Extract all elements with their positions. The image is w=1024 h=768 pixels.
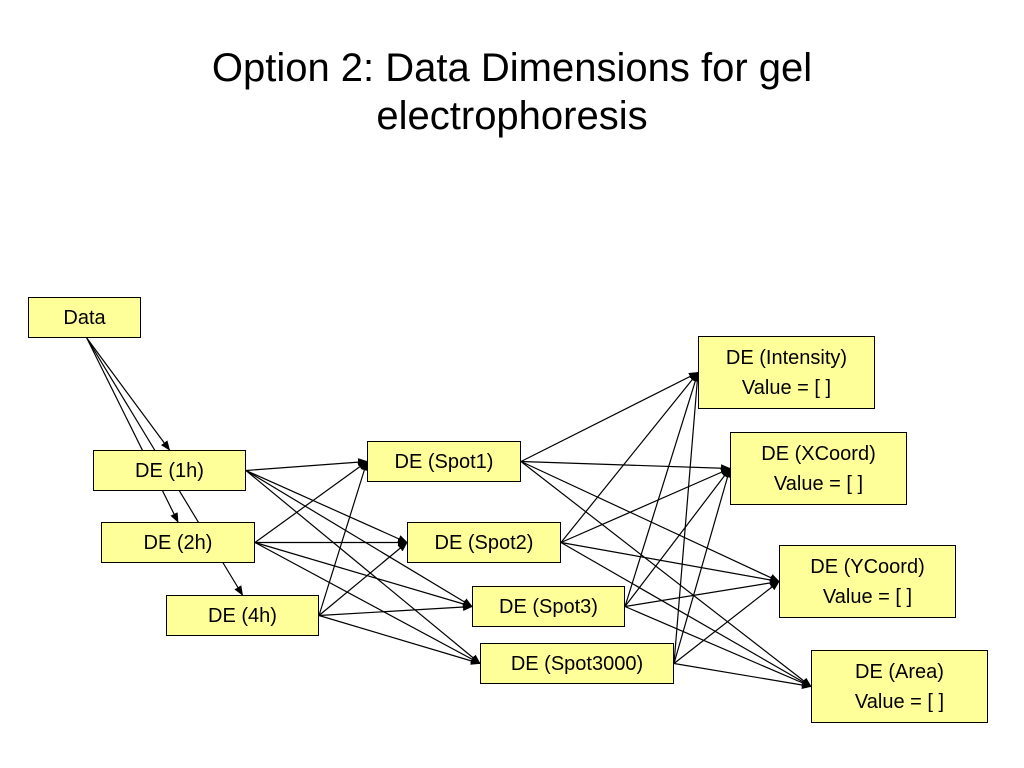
edge-de_1h-to-spot3000 xyxy=(245,470,481,665)
edge-spot3-to-intensity xyxy=(624,371,700,607)
edge-spot1-to-ycoord xyxy=(520,460,780,583)
title-line-1: Option 2: Data Dimensions for gel xyxy=(211,46,813,90)
edge-spot3000-to-xcoord xyxy=(673,467,732,664)
node-intensity-label: DE (Intensity) xyxy=(725,346,848,369)
node-intensity: DE (Intensity) Value = [ ] xyxy=(698,336,875,409)
edge-spot1-to-xcoord xyxy=(520,460,731,473)
edge-data-to-de_2h xyxy=(86,337,179,523)
node-de-1h: DE (1h) xyxy=(93,450,246,491)
page-title: Option 2: Data Dimensions for gel electr… xyxy=(112,44,912,140)
node-de-4h: DE (4h) xyxy=(166,595,319,636)
node-xcoord: DE (XCoord) Value = [ ] xyxy=(730,432,907,505)
node-spot3: DE (Spot3) xyxy=(472,586,625,627)
edge-spot3-to-xcoord xyxy=(624,467,731,607)
node-spot1-label: DE (Spot1) xyxy=(394,450,494,473)
node-spot2: DE (Spot2) xyxy=(407,522,561,563)
edge-de_4h-to-spot2 xyxy=(318,541,408,616)
edge-spot2-to-ycoord xyxy=(560,541,780,584)
edge-de_1h-to-spot2 xyxy=(245,469,408,544)
edge-de_1h-to-spot3 xyxy=(245,469,473,608)
node-data-label: Data xyxy=(63,306,106,329)
edge-de_4h-to-spot1 xyxy=(318,460,369,616)
node-spot1: DE (Spot1) xyxy=(367,441,521,482)
edge-de_4h-to-spot3 xyxy=(318,603,473,617)
edge-de_2h-to-spot1 xyxy=(254,460,368,543)
edge-spot3-to-area xyxy=(624,605,812,688)
node-ycoord: DE (YCoord) Value = [ ] xyxy=(779,545,956,618)
node-data: Data xyxy=(28,297,141,338)
edge-spot2-to-intensity xyxy=(560,371,699,543)
node-de-2h-label: DE (2h) xyxy=(143,531,213,554)
node-de-1h-label: DE (1h) xyxy=(135,459,204,482)
edge-data-to-de_1h xyxy=(86,337,171,451)
edge-de_2h-to-spot3 xyxy=(254,541,473,608)
node-spot2-label: DE (Spot2) xyxy=(434,531,534,554)
edge-spot1-to-intensity xyxy=(520,371,699,463)
node-spot3-label: DE (Spot3) xyxy=(499,595,598,618)
edge-spot1-to-area xyxy=(520,461,812,688)
edge-de_2h-to-spot3000 xyxy=(254,541,481,665)
node-de-4h-label: DE (4h) xyxy=(208,604,277,627)
node-xcoord-value: Value = [ ] xyxy=(773,472,864,495)
title-line-2: electrophoresis xyxy=(376,94,648,138)
edge-spot2-to-xcoord xyxy=(560,467,731,544)
edge-spot3000-to-area xyxy=(673,662,812,689)
node-de-2h: DE (2h) xyxy=(101,522,255,563)
edge-spot3-to-ycoord xyxy=(624,578,780,608)
node-ycoord-label: DE (YCoord) xyxy=(810,555,925,578)
edge-de_4h-to-spot3000 xyxy=(318,614,481,665)
node-area: DE (Area) Value = [ ] xyxy=(811,650,988,723)
node-intensity-value: Value = [ ] xyxy=(741,376,832,399)
edge-spot3000-to-ycoord xyxy=(673,580,780,664)
node-spot3000-label: DE (Spot3000) xyxy=(510,652,644,675)
node-spot3000: DE (Spot3000) xyxy=(480,643,674,684)
node-ycoord-value: Value = [ ] xyxy=(822,585,913,608)
node-area-value: Value = [ ] xyxy=(854,690,945,713)
node-area-label: DE (Area) xyxy=(855,660,944,683)
edge-spot3000-to-intensity xyxy=(673,371,702,664)
node-xcoord-label: DE (XCoord) xyxy=(761,442,876,465)
edge-de_1h-to-spot1 xyxy=(245,458,368,472)
edge-spot2-to-area xyxy=(560,541,812,688)
